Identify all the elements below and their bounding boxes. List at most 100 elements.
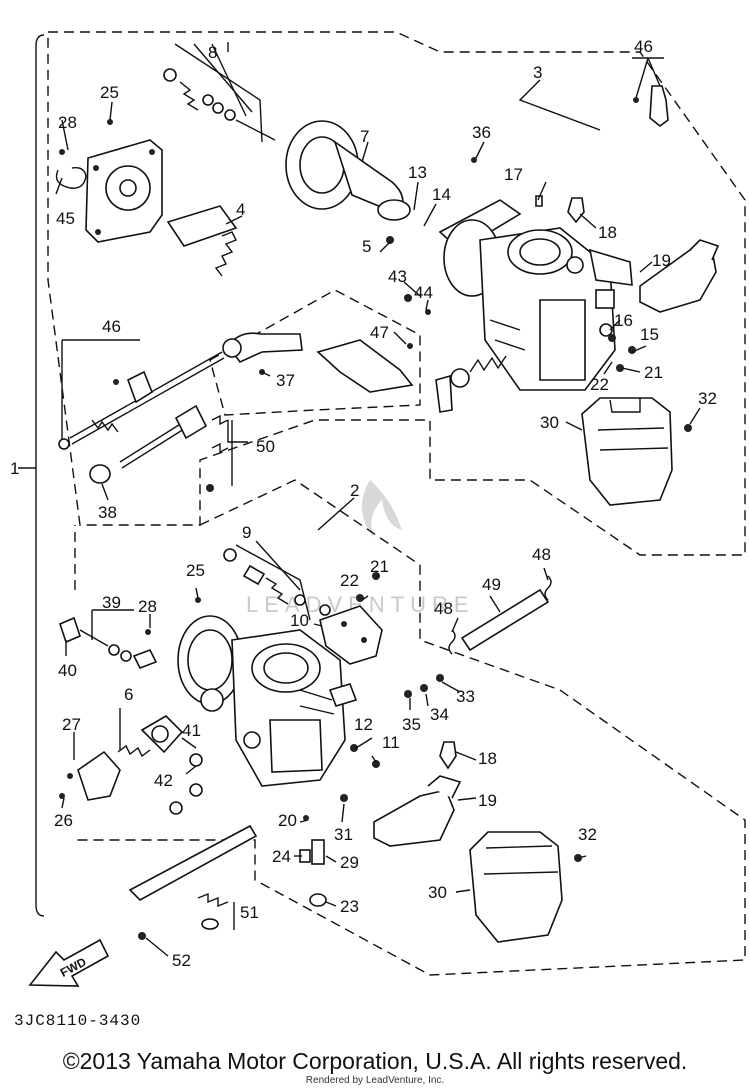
callout-5: 5 [362, 237, 371, 256]
callout-15: 15 [640, 325, 659, 344]
cover-plate-45 [55, 139, 163, 243]
washers-42 [169, 753, 203, 815]
boundary-upper-carb [47, 31, 746, 556]
callout-39: 39 [102, 593, 121, 612]
assembly-bracket [35, 34, 45, 917]
diagram-code: 3JC8110-3430 [14, 1012, 142, 1030]
callout-36: 36 [472, 123, 491, 142]
float-bowl-30-lower [469, 831, 563, 943]
callout-29: 29 [340, 853, 359, 872]
callout-48-upper: 48 [532, 545, 551, 564]
callout-2: 2 [350, 481, 359, 500]
callout-32-upper: 32 [698, 389, 717, 408]
lever-arm-19-upper [639, 239, 720, 313]
jet-18-lower [439, 741, 457, 770]
callout-19-upper: 19 [652, 251, 671, 270]
callout-22-lower: 22 [340, 571, 359, 590]
callout-14: 14 [432, 185, 451, 204]
link-lever-upper [435, 374, 453, 413]
bracket-46-top [633, 85, 669, 128]
needle-set-8 [163, 68, 276, 141]
callout-21-upper: 21 [644, 363, 663, 382]
throttle-shaft-46 [58, 351, 225, 450]
callout-51: 51 [240, 903, 259, 922]
rendered-by-notice: Rendered by LeadVenture, Inc. [305, 1075, 445, 1086]
callout-20: 20 [278, 811, 297, 830]
callout-44: 44 [414, 283, 433, 302]
callout-28-upper: 28 [58, 113, 77, 132]
callout-9: 9 [242, 523, 251, 542]
callout-41: 41 [182, 721, 201, 740]
callout-4: 4 [236, 200, 245, 219]
bracket-51 [128, 824, 258, 930]
callout-1: 1 [10, 459, 19, 478]
shaft-50 [119, 404, 229, 492]
float-bowl-30-upper [581, 397, 673, 506]
needle-set-9 [223, 548, 331, 616]
callout-30-lower: 30 [428, 883, 447, 902]
callout-25-lower: 25 [186, 561, 205, 580]
callout-3: 3 [533, 63, 542, 82]
callout-43: 43 [388, 267, 407, 286]
callout-24: 24 [272, 847, 291, 866]
callout-50: 50 [256, 437, 275, 456]
washer-38 [89, 464, 111, 484]
callout-17: 17 [504, 165, 523, 184]
callout-31: 31 [334, 825, 353, 844]
callout-34: 34 [430, 705, 449, 724]
spring-cylinder-4 [166, 205, 238, 277]
callout-16: 16 [614, 311, 633, 330]
callout-6: 6 [124, 685, 133, 704]
cover-6 [117, 714, 184, 758]
callout-27: 27 [62, 715, 81, 734]
callout-52: 52 [172, 951, 191, 970]
callout-11: 11 [382, 733, 400, 752]
callout-12: 12 [354, 715, 373, 734]
fwd-arrow-icon: FWD [28, 938, 110, 987]
lower-small-screws [59, 572, 582, 940]
leader-lines [55, 42, 701, 957]
callout-22-upper: 22 [590, 375, 609, 394]
bracket-10 [319, 605, 383, 665]
callout-19-lower: 19 [478, 791, 497, 810]
jets-lower [299, 815, 327, 907]
copyright-notice: ©2013 Yamaha Motor Corporation, U.S.A. A… [62, 1048, 688, 1074]
callout-48-lower: 48 [434, 599, 453, 618]
diaphragm-piston-7 [285, 120, 411, 221]
callout-30-upper: 30 [540, 413, 559, 432]
lower-carburetor-body [177, 615, 358, 787]
callout-25-upper: 25 [100, 83, 119, 102]
callout-10: 10 [290, 611, 309, 630]
callout-38: 38 [98, 503, 117, 522]
callout-46-left: 46 [102, 317, 121, 336]
linkage-plate-47 [316, 339, 414, 393]
callout-28-lower: 28 [138, 597, 157, 616]
callout-26: 26 [54, 811, 73, 830]
callout-32-lower: 32 [578, 825, 597, 844]
upper-carburetor-body [438, 199, 633, 391]
callout-45: 45 [56, 209, 75, 228]
hose-49 [448, 575, 552, 655]
callout-33: 33 [456, 687, 475, 706]
plate-27 [77, 750, 121, 801]
callout-46-upper: 46 [634, 37, 653, 56]
callout-18-upper: 18 [598, 223, 617, 242]
callout-37: 37 [276, 371, 295, 390]
callout-35: 35 [402, 715, 421, 734]
callout-8: 8 [208, 43, 217, 62]
jet-18-upper [567, 197, 585, 224]
callout-7: 7 [360, 127, 369, 146]
callout-labels: 1 2 3 4 5 6 7 8 9 10 11 12 13 14 15 16 1… [10, 37, 717, 970]
boundary-linkage [209, 289, 421, 416]
boundary-lower-carb [74, 479, 746, 976]
spring-near-22 [469, 355, 507, 373]
callout-47: 47 [370, 323, 389, 342]
upper-small-screws [59, 119, 692, 432]
callout-23: 23 [340, 897, 359, 916]
callout-42: 42 [154, 771, 173, 790]
lever-arm-19-lower [373, 775, 462, 847]
callout-18-lower: 18 [478, 749, 497, 768]
callout-13: 13 [408, 163, 427, 182]
pilot-screw-39 [59, 616, 158, 670]
